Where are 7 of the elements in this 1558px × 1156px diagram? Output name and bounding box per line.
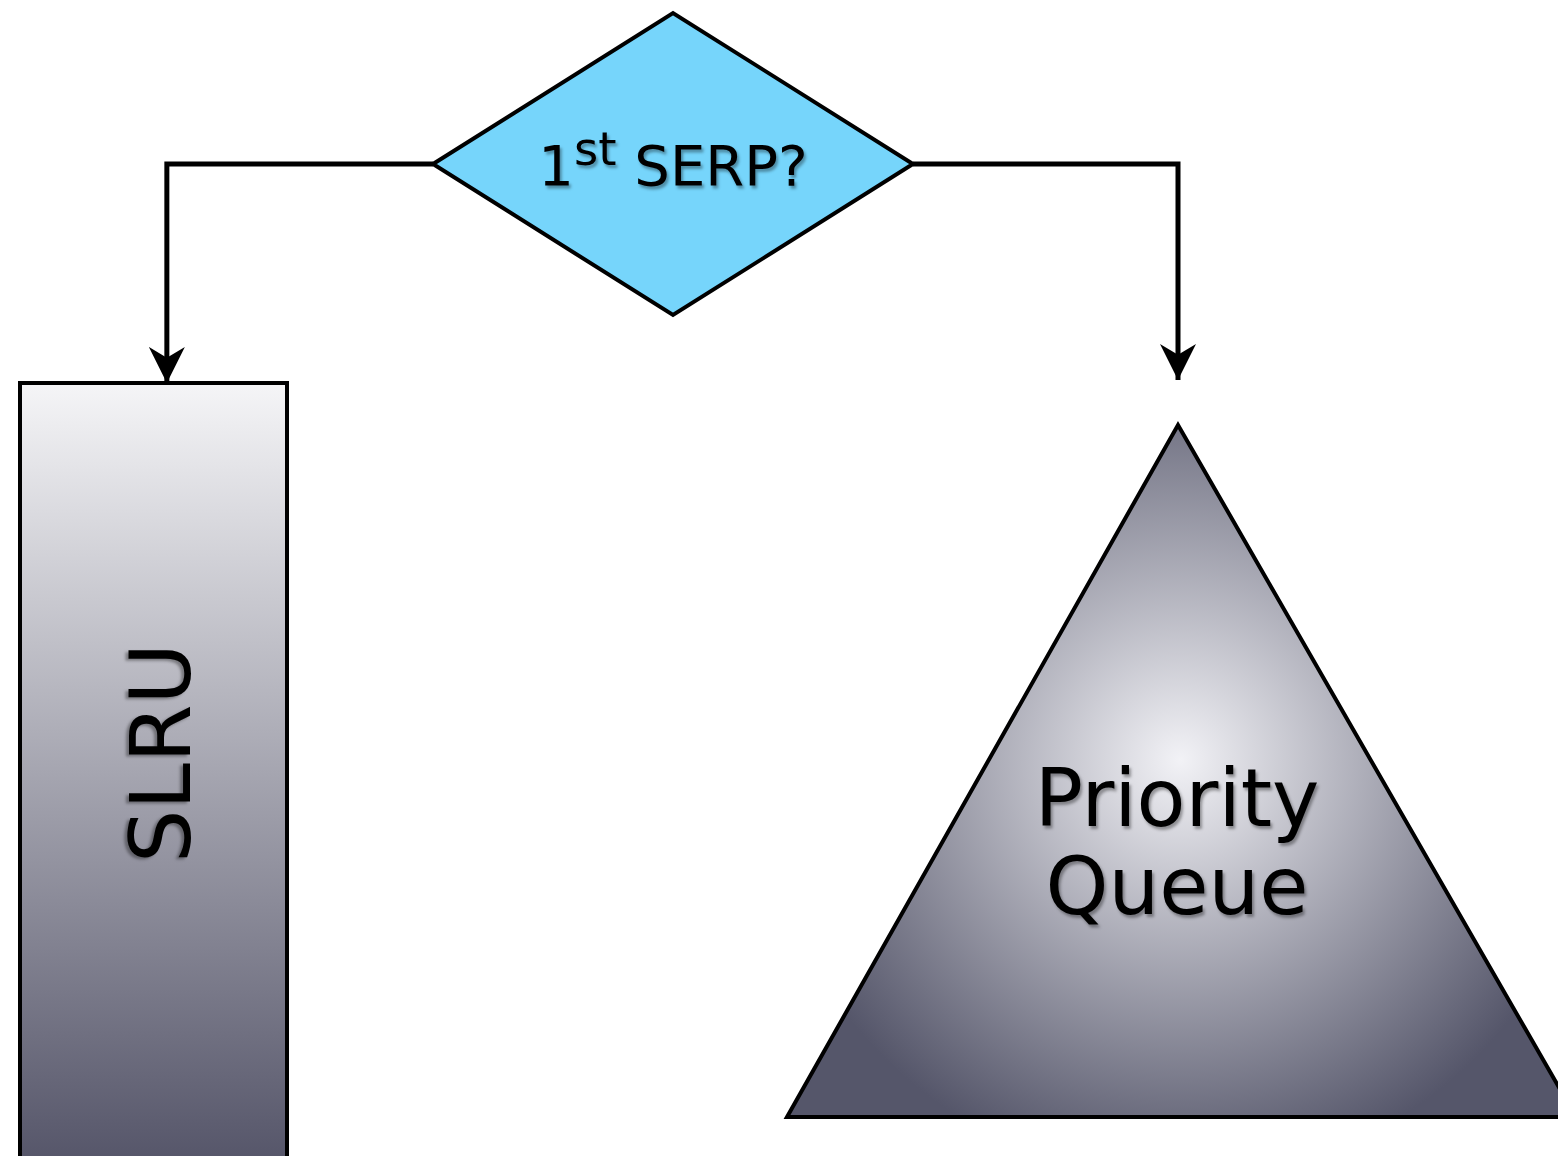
- arrow: [148, 161, 433, 383]
- node-label: 1$^{st}$ SERP?: [537, 124, 809, 197]
- storage-bar: [20, 383, 287, 1154]
- node-label: Priority Queue: [1033, 755, 1321, 931]
- node-label: SLRU: [115, 643, 208, 863]
- decision-diamond: [433, 13, 913, 315]
- arrow: [913, 161, 1196, 380]
